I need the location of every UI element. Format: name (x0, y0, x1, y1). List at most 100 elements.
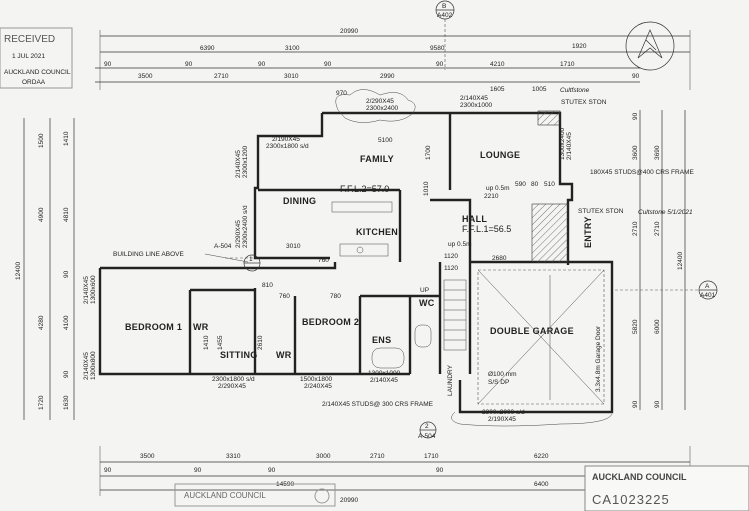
svg-text:1920: 1920 (572, 43, 587, 50)
level-up-1: up 0.5m (486, 185, 510, 192)
svg-text:90: 90 (436, 467, 444, 474)
svg-text:1120: 1120 (444, 265, 458, 272)
svg-text:3600: 3600 (632, 145, 639, 160)
lounge-stone-hatch (537, 110, 561, 126)
svg-text:90: 90 (63, 270, 70, 278)
svg-text:2/240X45: 2/240X45 (304, 383, 332, 390)
room-double-garage: DOUBLE GARAGE (490, 326, 574, 336)
svg-text:90: 90 (63, 370, 70, 378)
svg-text:1630: 1630 (63, 395, 70, 410)
garage-details (477, 269, 605, 405)
svg-text:2710: 2710 (632, 221, 639, 236)
note-dp-2: S/S DP (488, 379, 509, 386)
stamp-received-text: RECEIVED (4, 34, 55, 45)
walls (98, 111, 614, 414)
svg-text:2/140X45: 2/140X45 (83, 276, 90, 304)
level-ffl2: F.F.L.2=57.0 (340, 184, 389, 194)
window-specs: 2/290X45 2300x2400 2/140X45 2300x1000 2/… (83, 95, 573, 423)
svg-text:12400: 12400 (15, 262, 22, 280)
note-building-line: BUILDING LINE ABOVE (113, 251, 184, 258)
svg-text:6000: 6000 (654, 319, 661, 334)
room-bedroom-2: BEDROOM 2 (302, 317, 359, 327)
svg-text:2300x1800 s/d: 2300x1800 s/d (266, 143, 309, 150)
svg-text:2210: 2210 (484, 193, 499, 200)
kitchen-bench (331, 201, 393, 213)
svg-text:1300x1000: 1300x1000 (368, 370, 401, 377)
svg-text:5100: 5100 (378, 137, 393, 144)
svg-text:2710: 2710 (214, 73, 229, 80)
north-arrow-icon (625, 21, 675, 71)
svg-text:12400: 12400 (677, 252, 684, 270)
svg-text:2/290X45: 2/290X45 (366, 98, 394, 105)
entry-stone-hatch (531, 203, 569, 263)
level-up-3: UP (420, 287, 429, 294)
svg-text:1710: 1710 (560, 61, 575, 68)
room-family: FAMILY (360, 154, 394, 164)
note-dp: Ø100 mm (488, 371, 517, 378)
level-up-2: up 0.5m (448, 241, 472, 248)
note-stutex-2: STUTEX STON (578, 208, 624, 215)
svg-text:A-504: A-504 (418, 433, 436, 440)
svg-text:3500: 3500 (140, 453, 155, 460)
svg-text:2300x1800 s/d: 2300x1800 s/d (212, 376, 255, 383)
room-lounge: LOUNGE (480, 150, 520, 160)
interior-dimensions: 5100 1700 2210 590 80 510 3010 760 760 2… (203, 137, 555, 350)
bath-icon (371, 347, 405, 369)
svg-text:B: B (442, 3, 446, 10)
section-marker-a-right: A A401 (615, 280, 718, 300)
planting-cloud-1 (335, 89, 416, 123)
stamp-council-text: AUCKLAND COUNCIL (4, 69, 71, 76)
kitchen-island (339, 243, 389, 257)
svg-text:1710: 1710 (424, 453, 439, 460)
svg-text:2300x1000: 2300x1000 (460, 102, 493, 109)
room-hall: HALL (462, 214, 487, 224)
room-ens: ENS (372, 335, 391, 345)
stamp-sub-text: ORDAA (22, 79, 46, 86)
level-ffl1: F.F.L.1=56.5 (462, 224, 511, 234)
svg-text:2990: 2990 (380, 73, 395, 80)
svg-text:1120: 1120 (444, 253, 458, 260)
svg-text:1010: 1010 (423, 181, 430, 196)
svg-text:3690: 3690 (654, 145, 661, 160)
stairs (443, 279, 467, 351)
svg-text:6400: 6400 (534, 481, 549, 488)
svg-text:90: 90 (632, 400, 639, 408)
svg-text:760: 760 (318, 257, 329, 264)
svg-text:6220: 6220 (534, 453, 549, 460)
svg-text:90: 90 (194, 467, 202, 474)
svg-text:5820: 5820 (632, 319, 639, 334)
svg-text:1500x1800: 1500x1800 (300, 376, 333, 383)
room-wr-1: WR (193, 322, 209, 332)
svg-text:90: 90 (185, 61, 193, 68)
svg-text:3000: 3000 (316, 453, 331, 460)
planting-cloud-2 (451, 411, 613, 427)
svg-text:760: 760 (279, 293, 290, 300)
svg-text:4900: 4900 (38, 207, 45, 222)
svg-text:90: 90 (632, 112, 639, 120)
note-stutex-1: STUTEX STON (561, 99, 607, 106)
council-consent-stamp: AUCKLAND COUNCIL CA1023225 (584, 465, 749, 511)
svg-text:810: 810 (262, 282, 273, 289)
svg-text:3100: 3100 (285, 45, 300, 52)
svg-text:510: 510 (544, 181, 555, 188)
svg-text:20990: 20990 (340, 28, 358, 35)
svg-text:1455: 1455 (217, 335, 224, 350)
svg-text:90: 90 (324, 61, 332, 68)
svg-text:1300x600: 1300x600 (90, 275, 97, 304)
svg-text:20990: 20990 (340, 497, 358, 504)
svg-text:2/140X45: 2/140X45 (235, 150, 242, 178)
note-studs-300: 2/140X45 STUDS@ 300 CRS FRAME (322, 401, 434, 408)
svg-text:2/190X45: 2/190X45 (488, 416, 516, 423)
stamp-date-text: 1 JUL 2021 (12, 53, 45, 60)
svg-text:CA1023225: CA1023225 (592, 492, 670, 507)
svg-text:AUCKLAND COUNCIL: AUCKLAND COUNCIL (184, 491, 266, 500)
svg-text:9580: 9580 (430, 45, 445, 52)
svg-text:3500: 3500 (138, 73, 153, 80)
svg-text:2710: 2710 (370, 453, 385, 460)
svg-text:970: 970 (336, 90, 347, 97)
section-marker-1: 1 A-504 (214, 243, 261, 272)
dimensions-top: 20990 6390 3100 9580 1920 90 3500 90 271… (95, 28, 691, 97)
bottom-council-stamp: AUCKLAND COUNCIL (174, 483, 336, 507)
svg-text:90: 90 (632, 73, 640, 80)
